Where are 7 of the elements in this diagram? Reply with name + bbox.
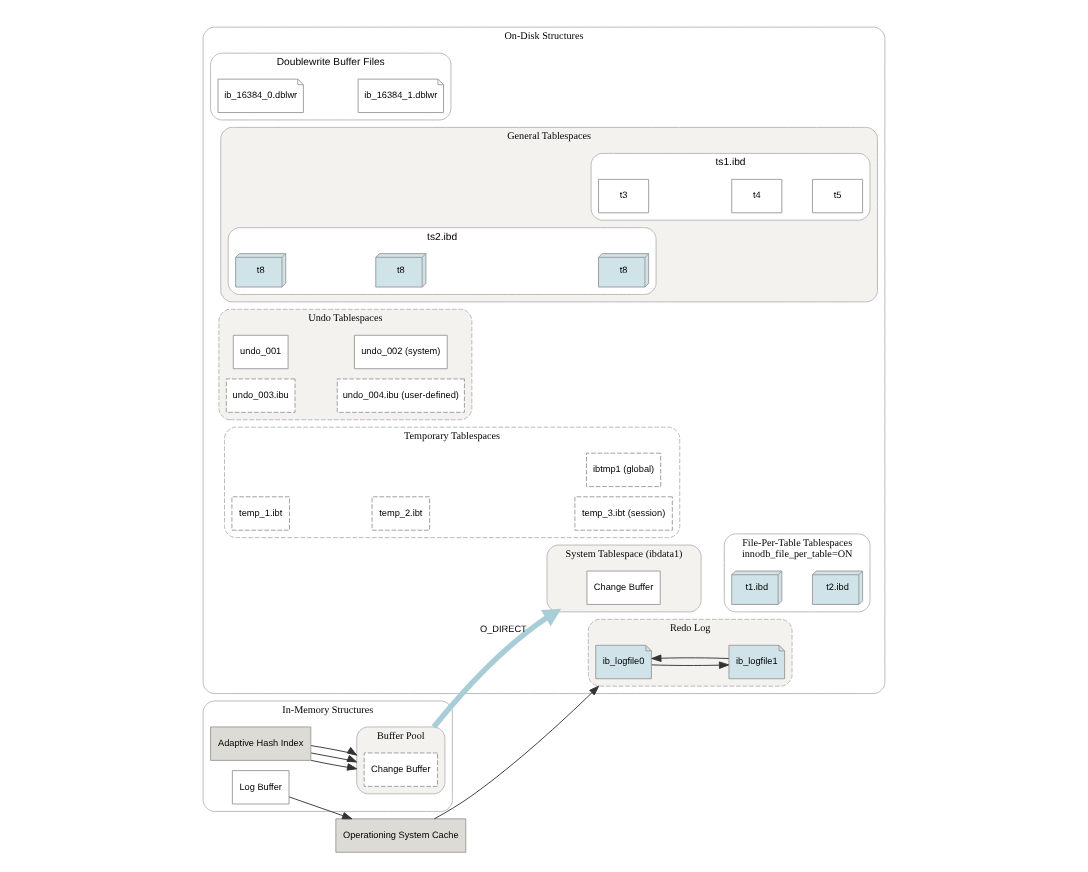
arrow	[651, 654, 730, 662]
arrow	[310, 752, 358, 763]
arrow	[651, 661, 730, 669]
arrow	[310, 759, 358, 771]
arrow	[310, 745, 358, 756]
arrow	[431, 608, 562, 729]
arrow	[288, 796, 353, 820]
